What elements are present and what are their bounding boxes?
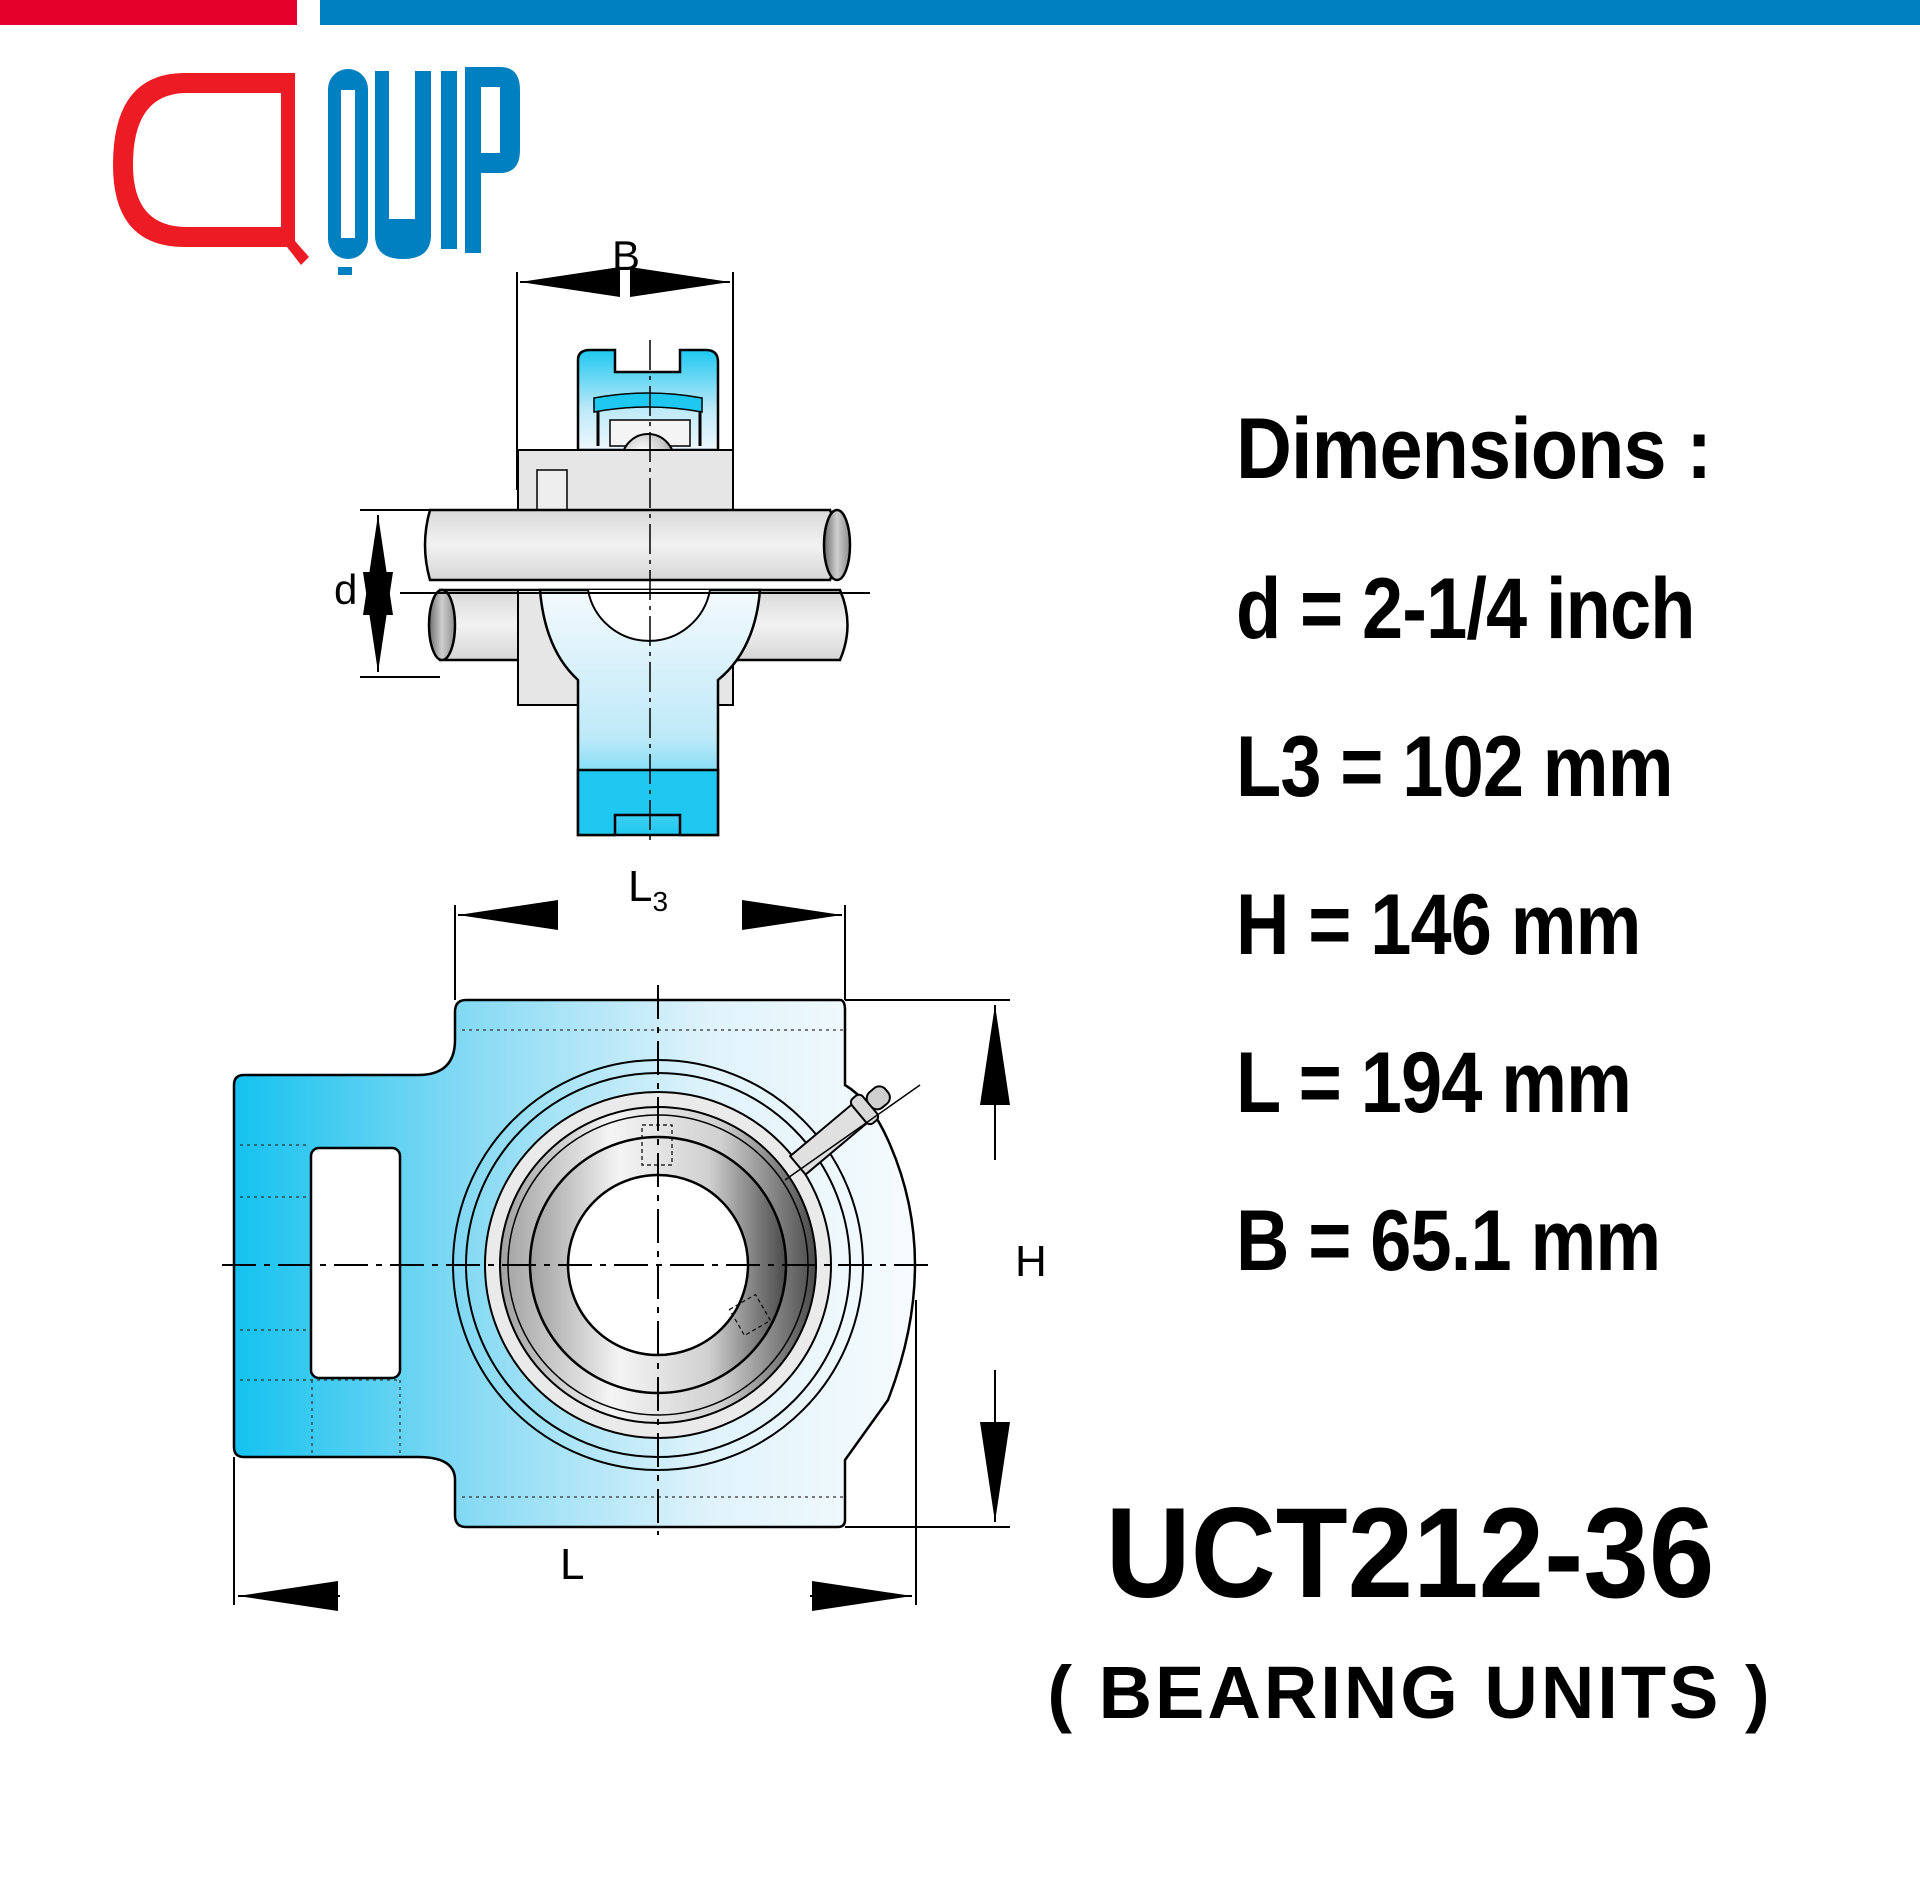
dim-label-l3: L3L3 (628, 862, 668, 918)
l3-main: L (628, 862, 653, 911)
quip-logo (113, 67, 520, 275)
side-view (360, 267, 870, 840)
dimensions-panel: Dimensions : d = 2-1/4 inch L3 = 102 mm … (1236, 400, 1769, 1289)
spec-l3: L3 = 102 mm (1236, 719, 1673, 815)
spec-b: B = 65.1 mm (1236, 1193, 1661, 1289)
front-view (222, 900, 1010, 1611)
dim-label-b: B (612, 232, 641, 279)
spec-l: L = 194 mm (1236, 1035, 1632, 1131)
dim-label-h: H (1015, 1237, 1047, 1286)
l3-sub: 3 (652, 885, 669, 917)
dim-label-l: L (560, 1540, 585, 1589)
brand-bar-red (0, 0, 297, 25)
dimensions-title: Dimensions : (1236, 401, 1712, 497)
product-model: UCT212-36 (1105, 1482, 1715, 1625)
logo-q-icon (113, 73, 309, 265)
spec-d: d = 2-1/4 inch (1236, 561, 1695, 657)
spec-h: H = 146 mm (1236, 877, 1641, 973)
product-category: ( BEARING UNITS ) (1047, 1651, 1773, 1734)
dim-label-d: d (334, 566, 358, 613)
grease-nipple-icon (788, 1085, 891, 1176)
brand-bar-blue (320, 0, 1920, 25)
